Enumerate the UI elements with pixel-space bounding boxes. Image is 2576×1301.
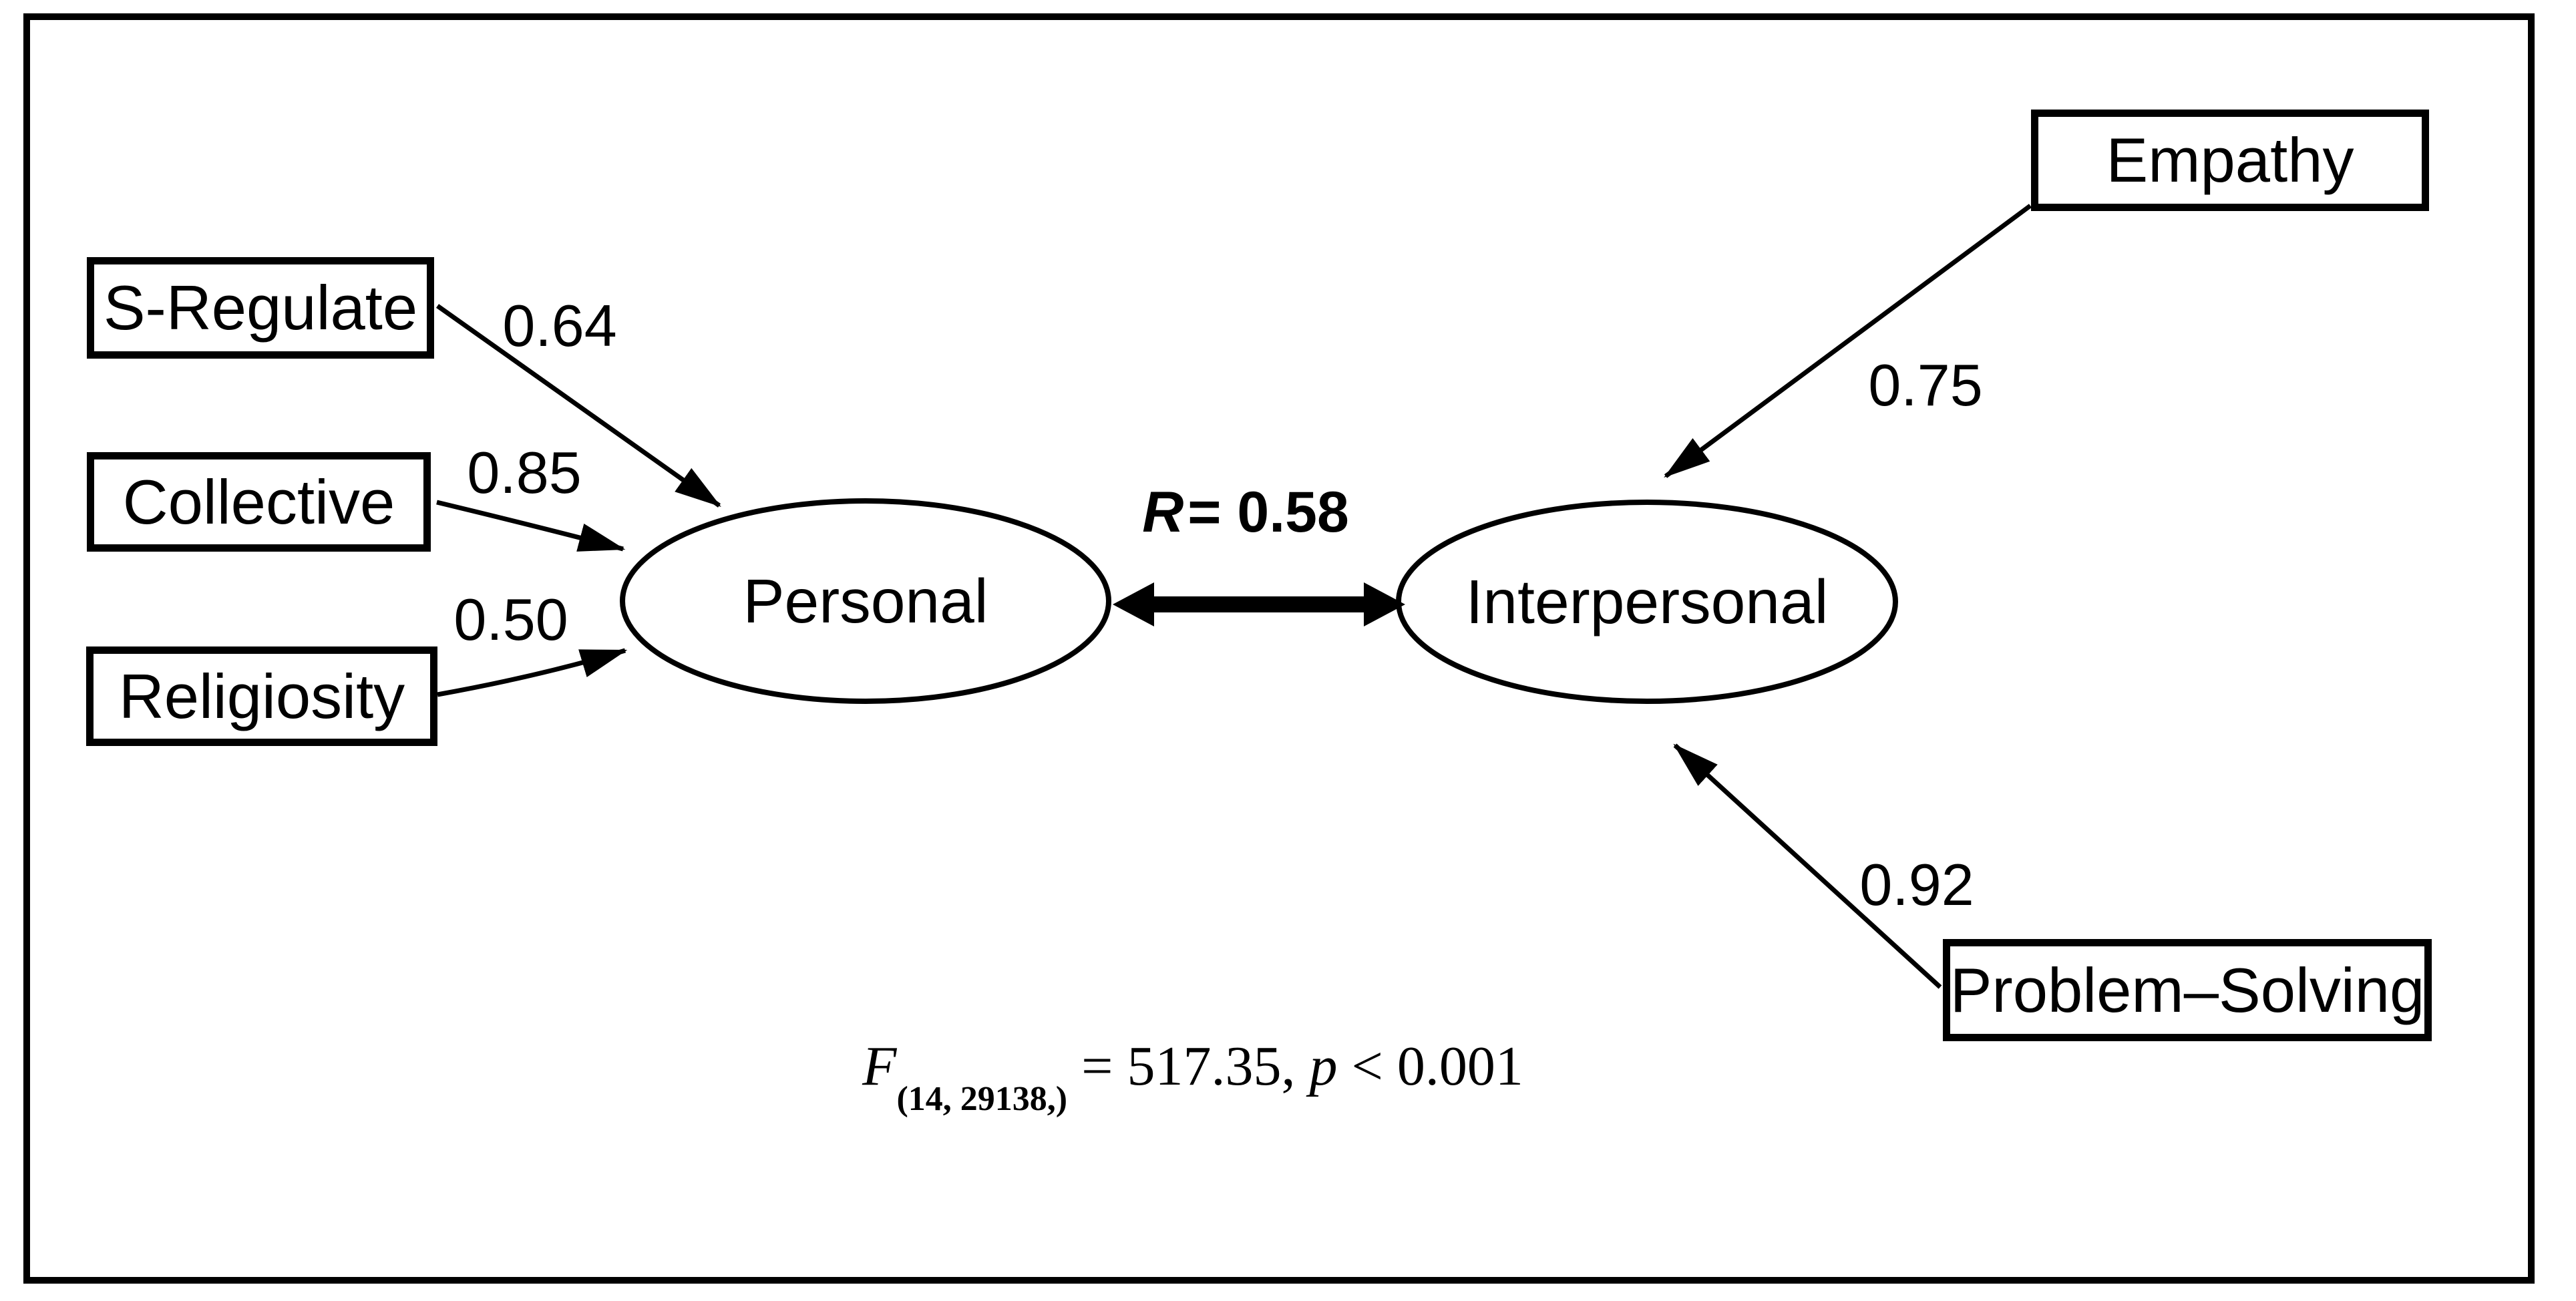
arrow-collective-to-personal — [436, 500, 626, 552]
indicator-label: Empathy — [2106, 125, 2354, 195]
latent-label-text: Interpersonal — [1465, 566, 1829, 636]
loading-text: 0.50 — [453, 586, 568, 653]
loading-value-empathy: 0.75 — [1825, 349, 2026, 422]
correlation-label: R = 0.58 — [1079, 476, 1413, 549]
p-value: < 0.001 — [1337, 1035, 1523, 1097]
loading-text: 0.75 — [1868, 352, 1983, 418]
f-symbol: F — [862, 1035, 897, 1097]
indicator-label: Problem–Solving — [1950, 954, 2425, 1025]
loading-text: 0.92 — [1859, 852, 1974, 918]
indicator-box-empathy: Empathy — [2031, 110, 2429, 211]
latent-label-text: Personal — [743, 566, 988, 636]
loading-value-religiosity: 0.50 — [411, 583, 611, 657]
indicator-label: Collective — [122, 466, 395, 537]
latent-ellipse-personal — [620, 498, 1111, 704]
indicator-box-problemsolving: Problem–Solving — [1943, 939, 2432, 1041]
indicator-box-religiosity: Religiosity — [86, 646, 437, 746]
figure-border — [23, 13, 2535, 1284]
correlation-double-arrow — [1113, 582, 1405, 626]
arrow-sregulate-to-personal — [435, 304, 721, 508]
arrow-problemsolving-to-interpersonal — [1673, 743, 1942, 989]
correlation-r-symbol: R — [1142, 480, 1184, 544]
loading-text: 0.64 — [502, 293, 617, 359]
arrow-religiosity-to-personal — [437, 648, 628, 697]
p-symbol: p — [1309, 1035, 1338, 1097]
correlation-value: = 0.58 — [1187, 480, 1349, 544]
indicator-label: Religiosity — [118, 661, 405, 731]
f-value: = 517.35, — [1067, 1035, 1310, 1097]
latent-label-personal: Personal — [665, 564, 1066, 638]
latent-label-interpersonal: Interpersonal — [1407, 565, 1887, 638]
loading-value-problemsolving: 0.92 — [1817, 848, 2017, 922]
model-fit-statistic: F(14, 29138,) = 517.35, p < 0.001 — [859, 1030, 1527, 1117]
indicator-box-collective: Collective — [87, 452, 431, 552]
arrow-empathy-to-interpersonal — [1664, 204, 2032, 478]
indicator-label: S-Regulate — [103, 272, 418, 343]
degrees-of-freedom: (14, 29138,) — [896, 1080, 1068, 1118]
loading-value-collective: 0.85 — [424, 436, 624, 510]
loading-text: 0.85 — [467, 439, 582, 506]
indicator-box-sregulate: S-Regulate — [87, 257, 434, 359]
loading-value-sregulate: 0.64 — [459, 289, 660, 363]
